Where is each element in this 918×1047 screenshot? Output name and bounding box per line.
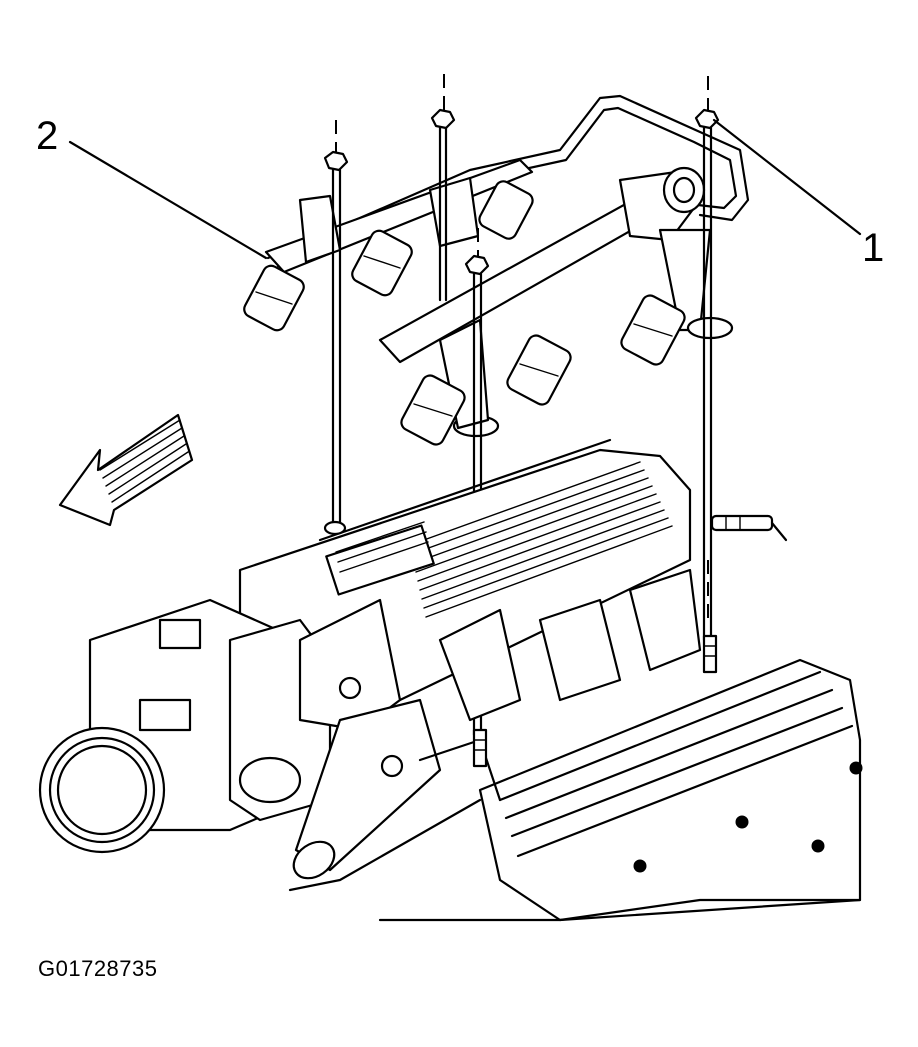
fuel-injector: [478, 180, 534, 240]
front-direction-arrow-icon: [58, 413, 194, 527]
intake-runners: [438, 568, 702, 722]
coolant-outlet: [292, 598, 442, 880]
stud: [472, 728, 488, 768]
callout-label-1: 1: [862, 226, 885, 270]
fuel-injector: [620, 294, 686, 366]
throttle-body: [38, 598, 332, 854]
fuel-injector: [506, 334, 572, 406]
fuel-injector: [243, 264, 305, 332]
callout-label-2: 2: [36, 114, 59, 158]
right-fuel-rail: [378, 166, 734, 446]
stud: [702, 634, 718, 674]
valve-cover: [478, 658, 863, 922]
fuel-rail-nut: [323, 150, 349, 172]
figure-code: G01728735: [38, 956, 158, 981]
fuel-injector: [351, 229, 413, 297]
fuel-rail-nut: [464, 254, 490, 276]
alignment-centerlines: [335, 74, 709, 626]
callout-leaders: [68, 118, 862, 260]
sensor: [710, 514, 788, 542]
fuel-injector: [400, 374, 466, 446]
fuel-rail-nut: [694, 108, 720, 130]
fuel-rail-nut: [430, 108, 456, 130]
